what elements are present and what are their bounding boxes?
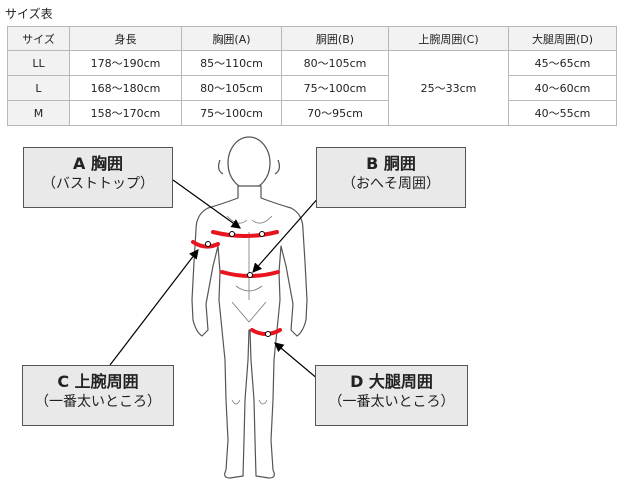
- waist-cell: 70〜95cm: [281, 100, 389, 126]
- waist-cell: 75〜100cm: [281, 75, 389, 101]
- label-c-title: C 上腕周囲: [57, 372, 139, 391]
- size-cell: LL: [7, 50, 70, 76]
- header-waist: 胴囲(B): [281, 26, 389, 51]
- thigh-cell: 40〜55cm: [508, 100, 617, 126]
- label-d-sub: （一番太いところ）: [328, 394, 455, 410]
- header-upper-arm: 上腕周囲(C): [388, 26, 509, 51]
- chest-band: [211, 230, 279, 238]
- height-cell: 168〜180cm: [69, 75, 182, 101]
- label-b-title: B 胴囲: [366, 154, 416, 173]
- label-a-title: A 胸囲: [73, 154, 123, 173]
- thigh-cell: 45〜65cm: [508, 50, 617, 76]
- size-chart-caption: サイズ表: [5, 7, 53, 21]
- table-header-row: サイズ 身長 胸囲(A) 胴囲(B) 上腕周囲(C) 大腿周囲(D): [7, 26, 617, 51]
- table-row: M 158〜170cm 75〜100cm 70〜95cm 40〜55cm: [7, 100, 617, 126]
- label-b-sub: （おへそ周囲）: [342, 176, 440, 192]
- size-table: サイズ 身長 胸囲(A) 胴囲(B) 上腕周囲(C) 大腿周囲(D) LL 17…: [7, 26, 617, 126]
- header-chest: 胸囲(A): [181, 26, 282, 51]
- label-a-sub: （バストトップ）: [42, 176, 154, 192]
- thigh-cell: 40〜60cm: [508, 75, 617, 101]
- label-box-c: C 上腕周囲 （一番太いところ）: [22, 365, 174, 426]
- size-cell: L: [7, 75, 70, 101]
- table-row: LL 178〜190cm 85〜110cm 80〜105cm 25〜33cm 4…: [7, 50, 617, 126]
- label-box-a: A 胸囲 （バストトップ）: [23, 147, 173, 208]
- table-row: L 168〜180cm 80〜105cm 75〜100cm 40〜60cm: [7, 75, 617, 101]
- header-thigh: 大腿周囲(D): [508, 26, 617, 51]
- body-outline-figure: [109, 136, 326, 479]
- height-cell: 158〜170cm: [69, 100, 182, 126]
- upper-arm-cell: 25〜33cm: [388, 50, 509, 126]
- arrow-a: [172, 179, 241, 229]
- size-cell: M: [7, 100, 70, 126]
- label-c-sub: （一番太いところ）: [35, 394, 161, 410]
- height-cell: 178〜190cm: [69, 50, 182, 76]
- chest-cell: 75〜100cm: [181, 100, 282, 126]
- arrow-b: [252, 195, 321, 273]
- label-box-b: B 胴囲 （おへそ周囲）: [316, 147, 466, 208]
- label-box-d: D 大腿周囲 （一番太いところ）: [315, 365, 468, 426]
- header-size: サイズ: [7, 26, 70, 51]
- chest-cell: 80〜105cm: [181, 75, 282, 101]
- header-height: 身長: [69, 26, 182, 51]
- chest-cell: 85〜110cm: [181, 50, 282, 76]
- upper-arm-band: [191, 240, 220, 249]
- arrow-c: [109, 249, 199, 366]
- waist-cell: 80〜105cm: [281, 50, 389, 76]
- label-d-title: D 大腿周囲: [350, 372, 433, 391]
